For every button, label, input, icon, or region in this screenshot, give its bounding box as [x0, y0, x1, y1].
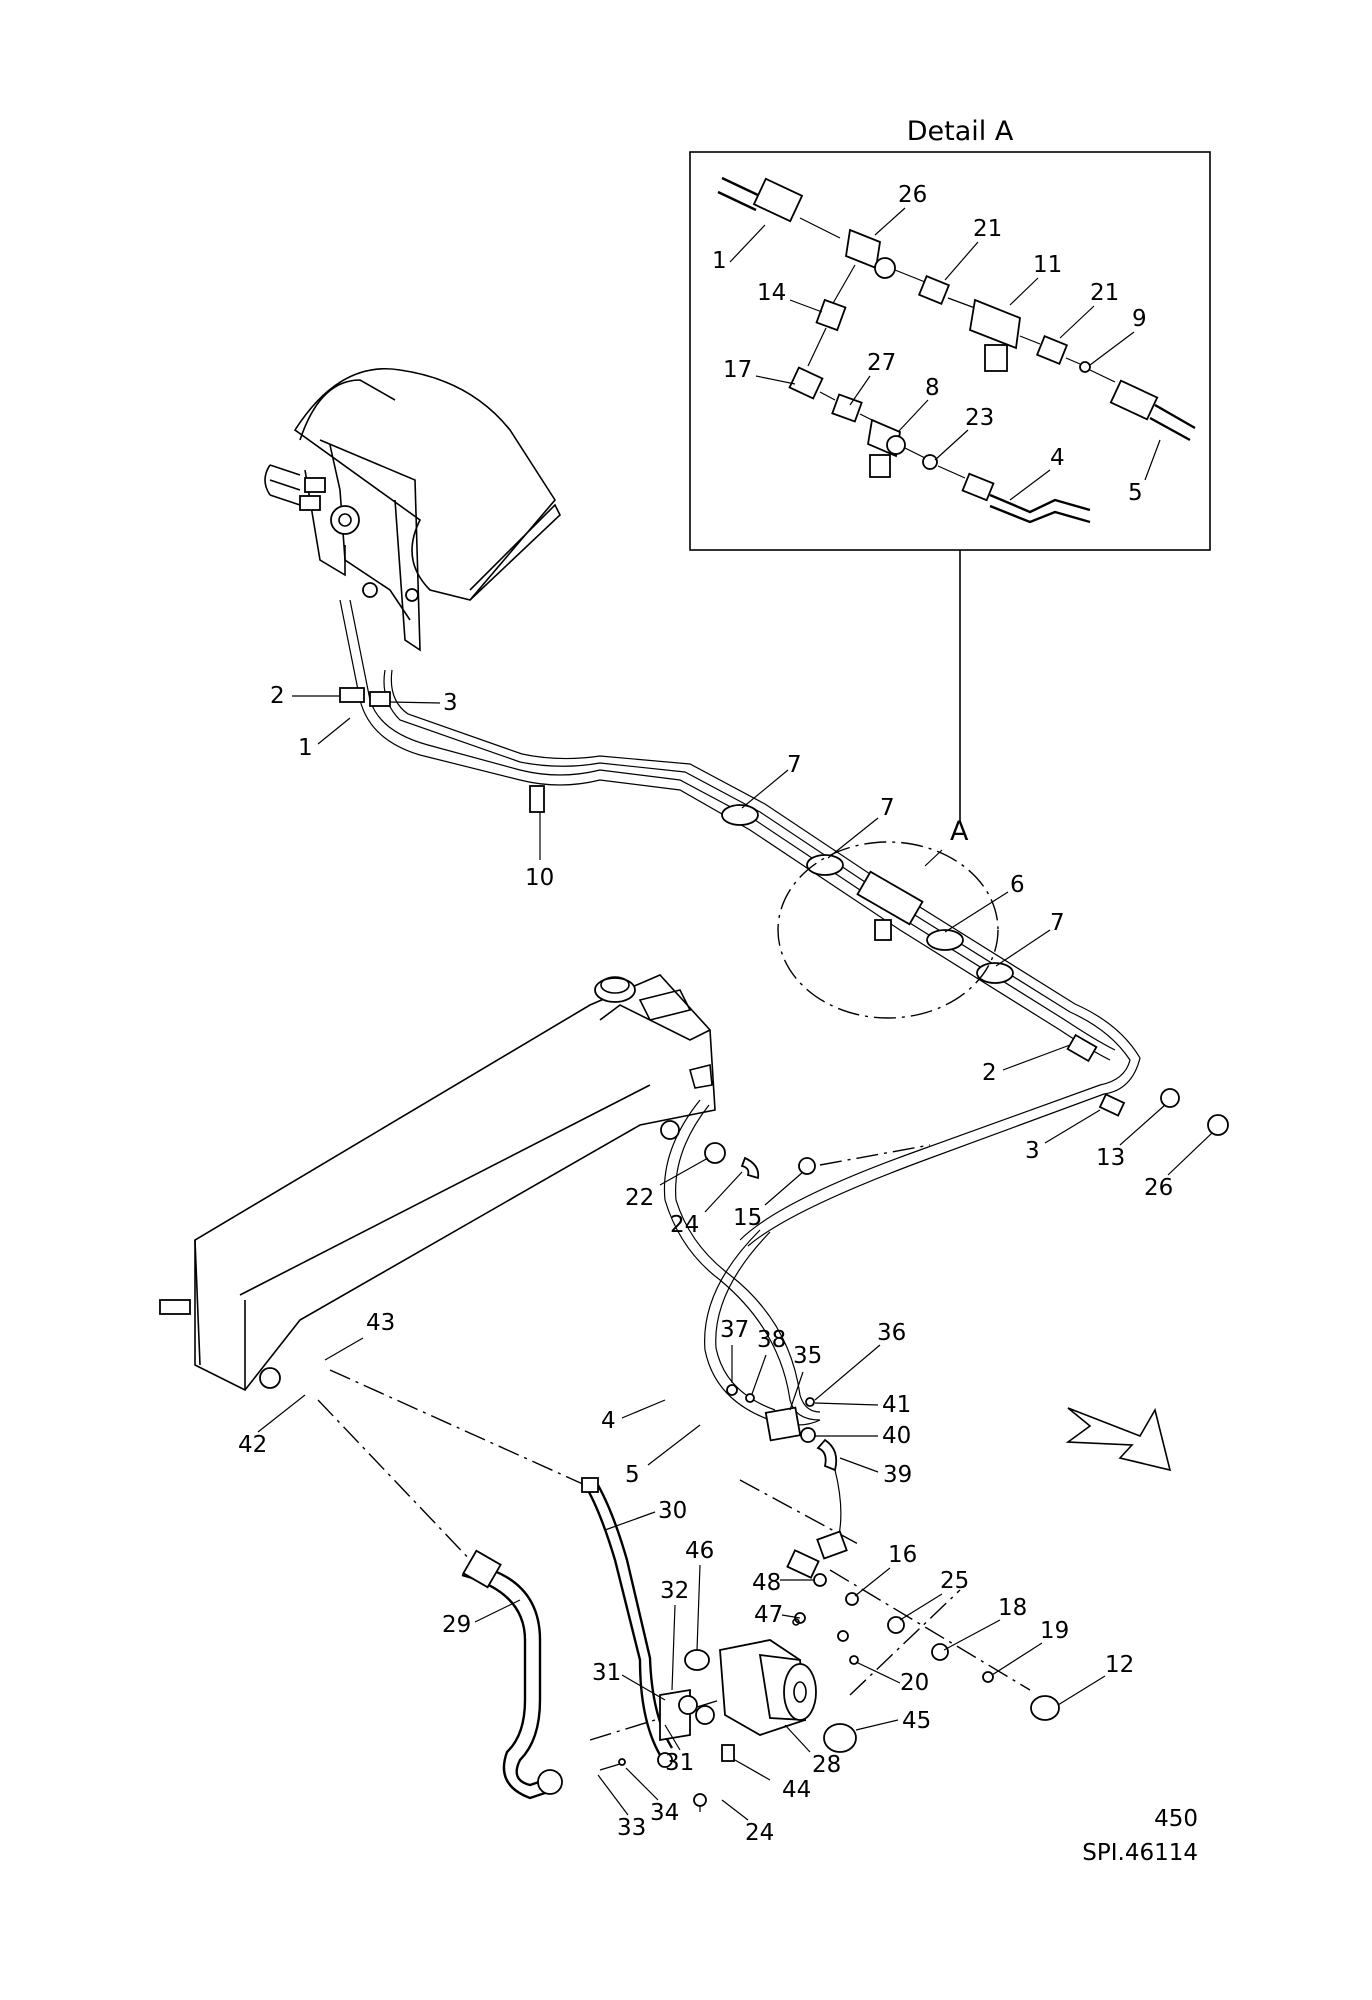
- detail-label: 21: [1090, 280, 1119, 306]
- detail-label: 17: [723, 357, 752, 383]
- direction-arrow: [1065, 1407, 1172, 1472]
- callout: 4: [601, 1408, 616, 1434]
- callout: 6: [1010, 872, 1025, 898]
- hydraulic-tank: [159, 974, 716, 1392]
- detail-label: 11: [1033, 252, 1062, 278]
- callout: 25: [940, 1568, 969, 1594]
- callout: 34: [650, 1800, 679, 1826]
- callout: 2: [270, 683, 285, 709]
- callout: 3: [1025, 1138, 1040, 1164]
- brake-lines: [339, 599, 1229, 1426]
- callout: 1: [298, 735, 313, 761]
- callout: 3: [443, 690, 458, 716]
- callout: 43: [366, 1310, 395, 1336]
- callout: 40: [882, 1423, 911, 1449]
- callout: 44: [782, 1777, 811, 1803]
- callout: 41: [882, 1392, 911, 1418]
- callout: 39: [883, 1462, 912, 1488]
- callout: 19: [1040, 1618, 1069, 1644]
- detail-label: 23: [965, 405, 994, 431]
- callout: 20: [900, 1670, 929, 1696]
- callout: 31: [665, 1750, 694, 1776]
- detail-a-title: Detail A: [907, 116, 1014, 147]
- detail-a-assembly: [717, 176, 1196, 524]
- callout: 7: [787, 752, 802, 778]
- callout: 24: [670, 1212, 699, 1238]
- callout: 33: [617, 1815, 646, 1841]
- callout: 24: [745, 1820, 774, 1846]
- pedal-assembly: [264, 368, 561, 652]
- clamp: [721, 804, 759, 826]
- callout: 37: [720, 1317, 749, 1343]
- callout: 12: [1105, 1652, 1134, 1678]
- detail-label: 1: [712, 248, 727, 274]
- pump-assembly: [461, 1477, 857, 1812]
- callout: 35: [793, 1343, 822, 1369]
- detail-label: 4: [1050, 445, 1065, 471]
- drawing-reference: SPI.46114: [1082, 1840, 1198, 1866]
- detail-label: 27: [867, 350, 896, 376]
- callout: 28: [812, 1752, 841, 1778]
- callout-a: A: [950, 816, 969, 847]
- callout: 7: [1050, 910, 1065, 936]
- detail-label: 26: [898, 182, 927, 208]
- detail-label: 8: [925, 375, 940, 401]
- callout: 16: [888, 1542, 917, 1568]
- detail-label: 5: [1128, 480, 1143, 506]
- callout: 47: [754, 1602, 783, 1628]
- callout: 29: [442, 1612, 471, 1638]
- callout: 13: [1096, 1145, 1125, 1171]
- callout: 31: [592, 1660, 621, 1686]
- detail-a-labels: 1 26 21 11 21 9 14 17 27 8 23 4 5: [712, 182, 1161, 506]
- callout: 48: [752, 1570, 781, 1596]
- callout: 2: [982, 1060, 997, 1086]
- clamp: [806, 854, 844, 876]
- detail-a-circle: [777, 841, 999, 1019]
- detail-a-frame: [689, 151, 1211, 551]
- callout: 38: [757, 1327, 786, 1353]
- callout: 45: [902, 1708, 931, 1734]
- clamp: [926, 929, 964, 951]
- return-fittings: [704, 1142, 816, 1180]
- callout: 42: [238, 1432, 267, 1458]
- callout: 30: [658, 1498, 687, 1524]
- callout: 18: [998, 1595, 1027, 1621]
- callout-labels: A 2 3 1 10 7 7 6 7 2 3 13 26 22 24 15 37…: [238, 683, 1213, 1846]
- callout: 32: [660, 1578, 689, 1604]
- clamp: [976, 962, 1014, 984]
- callout: 46: [685, 1538, 714, 1564]
- callout: 22: [625, 1185, 654, 1211]
- callout: 36: [877, 1320, 906, 1346]
- callout: 15: [733, 1205, 762, 1231]
- detail-label: 21: [973, 216, 1002, 242]
- callout: 5: [625, 1462, 640, 1488]
- callout: 7: [880, 795, 895, 821]
- valve-block-assembly: [678, 1384, 1060, 1721]
- callout: 26: [1144, 1175, 1173, 1201]
- detail-label: 9: [1132, 306, 1147, 332]
- clamp: [529, 785, 545, 813]
- page-number: 450: [1154, 1806, 1198, 1832]
- callout: 10: [525, 865, 554, 891]
- detail-label: 14: [757, 280, 786, 306]
